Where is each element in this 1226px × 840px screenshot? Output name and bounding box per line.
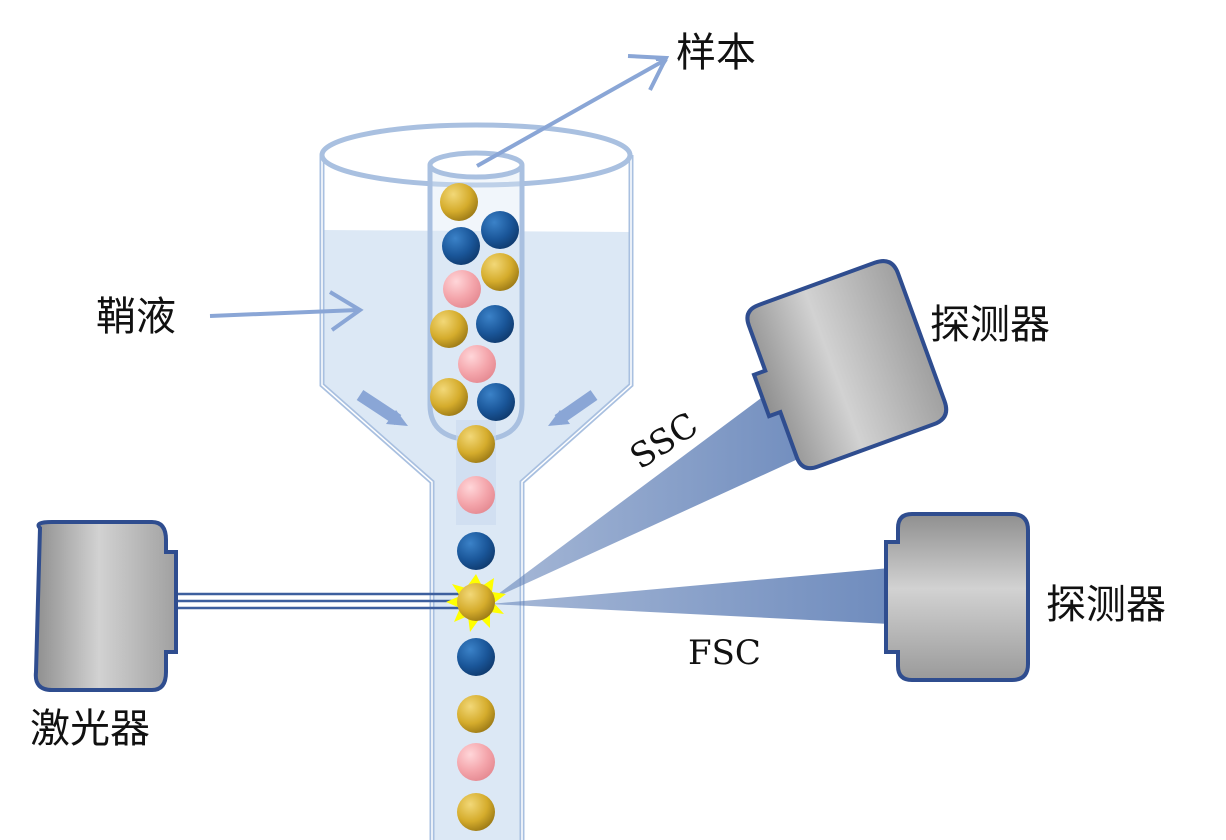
ssc-detector-label: 探测器 [930,302,1050,348]
cell [457,743,495,781]
cell [430,310,468,348]
fsc-detector [884,512,1030,682]
sample-tube-rim [427,150,525,180]
laser-beam [176,592,460,610]
ssc-detector [745,259,949,471]
cell [443,270,481,308]
cell-illuminated [457,583,495,621]
cell [476,305,514,343]
cell [457,793,495,831]
cell [477,383,515,421]
cell [481,211,519,249]
sample-pointer-head [627,54,670,91]
ssc-beam [490,378,822,600]
cell [442,227,480,265]
cell [440,183,478,221]
sample-label: 样本 [676,30,756,76]
laser-label: 激光器 [30,706,150,752]
cell [457,695,495,733]
cell [457,638,495,676]
sheath-label: 鞘液 [96,294,176,340]
cell [430,378,468,416]
sheath-flow-arrows [356,389,598,426]
cell [457,476,495,514]
sheath-pointer-head [328,290,364,332]
channel-cells [457,425,495,831]
cell [458,345,496,383]
cell [457,532,495,570]
tube-cells [430,183,519,421]
laser-device [33,520,178,692]
sheath-pointer-arrow [209,308,359,318]
cell [457,425,495,463]
sample-pointer-arrow [476,60,665,168]
cell [481,253,519,291]
fsc-detector-label: 探测器 [1046,582,1166,628]
fsc-label: FSC [688,633,761,673]
fsc-beam [490,568,890,624]
